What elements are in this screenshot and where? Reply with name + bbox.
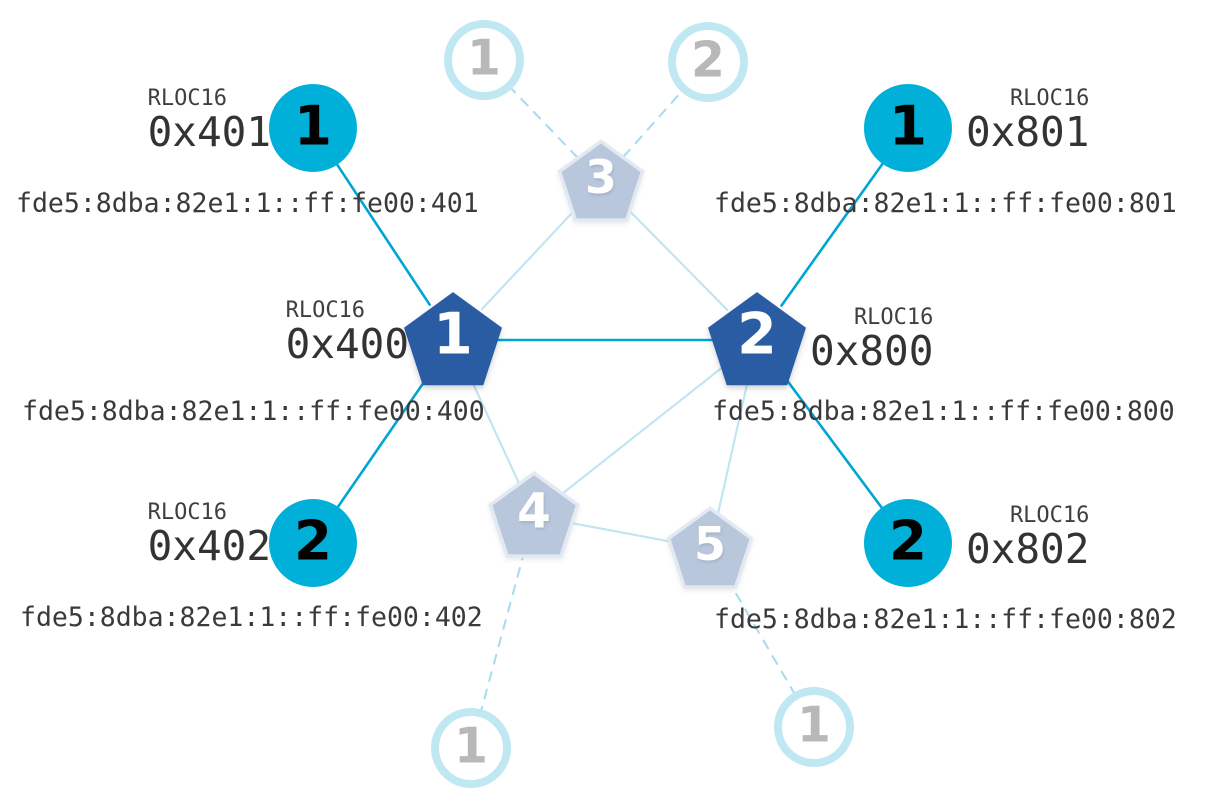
- child-number: 1: [797, 696, 831, 753]
- ipv6-address: fde5:8dba:82e1:1::ff:fe00:402: [20, 602, 483, 633]
- ipv6-address: fde5:8dba:82e1:1::ff:fe00:401: [16, 188, 479, 219]
- child-shape: [864, 84, 952, 172]
- router-node-1[interactable]: 1: [404, 292, 502, 386]
- router-number: 2: [737, 301, 777, 367]
- router-number: 4: [517, 483, 551, 539]
- rloc16-tag: RLOC16: [1009, 86, 1090, 111]
- child-number: 1: [467, 29, 501, 86]
- router-shape: [561, 143, 641, 219]
- router-number: 5: [694, 517, 726, 571]
- child-shape: [431, 708, 511, 788]
- child-shape: [269, 84, 357, 172]
- link-faint: [568, 521, 678, 544]
- rloc16-value: 0x402: [147, 522, 271, 570]
- link-faint: [480, 205, 579, 311]
- child-shape: [668, 22, 748, 102]
- child-shape: [864, 499, 952, 587]
- ipv6-address: fde5:8dba:82e1:1::ff:fe00:800: [712, 396, 1175, 427]
- rloc16-value: 0x800: [810, 327, 934, 375]
- rloc16-value: 0x801: [966, 108, 1090, 156]
- child-node-1[interactable]: 1: [431, 708, 511, 788]
- rloc16-tag: RLOC16: [147, 500, 228, 525]
- link-strong: [780, 160, 885, 307]
- child-node-2[interactable]: 2: [668, 22, 748, 102]
- router-shape: [708, 292, 806, 386]
- router-node-2[interactable]: 2: [708, 292, 806, 386]
- child-node-0x801[interactable]: 1: [864, 84, 952, 172]
- link-strong: [335, 373, 431, 510]
- rloc16-tag: RLOC16: [285, 298, 366, 323]
- child-number: 1: [454, 717, 488, 774]
- child-number: 2: [294, 508, 332, 572]
- child-shape: [444, 20, 524, 100]
- router-number: 3: [585, 150, 617, 204]
- rloc16-tag: RLOC16: [1009, 503, 1090, 528]
- link-dashed: [726, 577, 796, 696]
- rloc16-tag: RLOC16: [147, 86, 228, 111]
- ipv6-address: fde5:8dba:82e1:1::ff:fe00:801: [714, 188, 1177, 219]
- router-node-4[interactable]: 4: [488, 471, 580, 558]
- child-number: 2: [889, 508, 927, 572]
- link-faint: [469, 377, 521, 485]
- router-shape: [492, 475, 576, 555]
- ipv6-address: fde5:8dba:82e1:1::ff:fe00:802: [714, 604, 1177, 635]
- child-number: 1: [889, 93, 927, 157]
- child-node-0x402[interactable]: 2: [269, 499, 357, 587]
- link-strong: [780, 372, 885, 511]
- link-faint: [561, 365, 725, 495]
- child-node-1[interactable]: 1: [444, 20, 524, 100]
- router-shape: [670, 510, 750, 586]
- child-node-0x401[interactable]: 1: [269, 84, 357, 172]
- ipv6-address: fde5:8dba:82e1:1::ff:fe00:400: [22, 396, 485, 427]
- rloc16-value: 0x401: [147, 108, 271, 156]
- link-dashed: [479, 549, 526, 713]
- child-number: 2: [691, 31, 725, 88]
- rloc16-tag: RLOC16: [853, 305, 934, 330]
- child-number: 1: [294, 93, 332, 157]
- router-number: 1: [433, 301, 473, 367]
- child-shape: [774, 687, 854, 767]
- rloc16-value: 0x802: [966, 525, 1090, 573]
- router-node-3[interactable]: 3: [557, 139, 645, 222]
- link-faint: [716, 380, 749, 517]
- link-dashed: [509, 86, 579, 159]
- link-faint: [623, 205, 729, 311]
- link-dashed: [622, 89, 684, 158]
- link-strong: [334, 161, 431, 306]
- rloc16-value: 0x400: [285, 320, 409, 368]
- child-shape: [269, 499, 357, 587]
- router-node-5[interactable]: 5: [666, 506, 754, 589]
- child-node-1[interactable]: 1: [774, 687, 854, 767]
- router-shape: [404, 292, 502, 386]
- child-node-0x802[interactable]: 2: [864, 499, 952, 587]
